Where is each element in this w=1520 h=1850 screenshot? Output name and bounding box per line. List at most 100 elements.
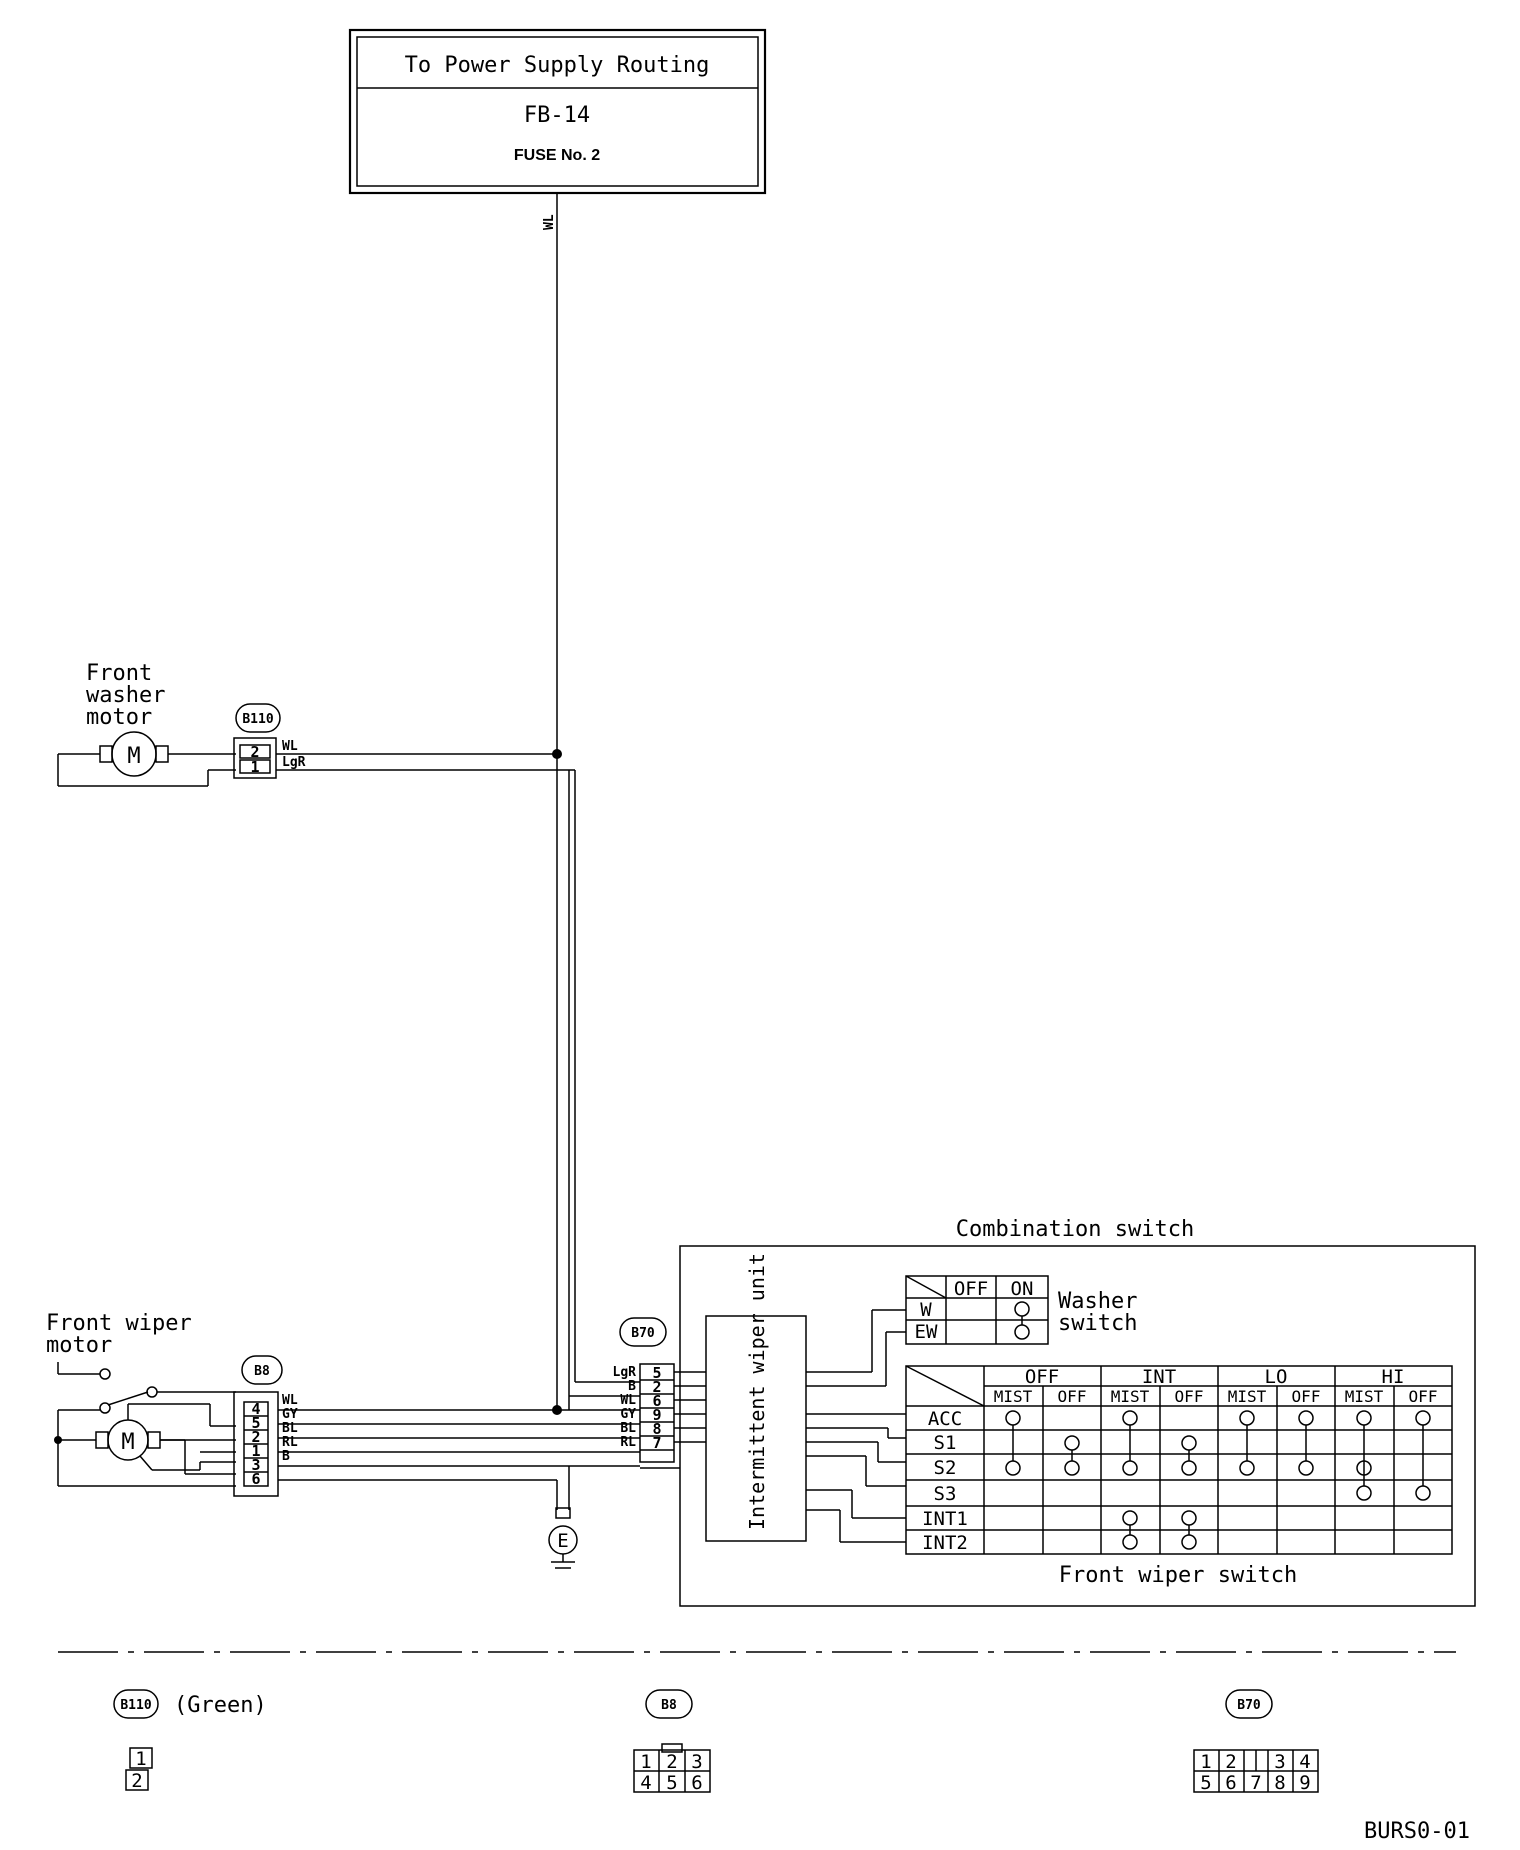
wiper-subcol: OFF — [1409, 1387, 1438, 1406]
figure-code: BURS0-01 — [1364, 1819, 1470, 1844]
wiper-subcol: MIST — [994, 1387, 1033, 1406]
wiper-switch-table: OFF INT LO HI MIST OFF MIST OFF MIST OFF… — [905, 1365, 1453, 1588]
ground-symbol: E — [548, 1466, 578, 1569]
wiper-subcol: OFF — [1292, 1387, 1321, 1406]
view-b8-pin: 3 — [691, 1751, 702, 1773]
front-wiper-motor: Front wiper motor M — [46, 1311, 236, 1487]
view-b110-pin: 2 — [131, 1770, 142, 1792]
wiper-subcol: MIST — [1111, 1387, 1150, 1406]
b8-wire: WL — [282, 1393, 298, 1408]
view-b110-id: B110 — [120, 1698, 151, 1713]
connector-view-b8: B8 1 2 3 4 5 6 — [633, 1689, 711, 1794]
b70-wire: BL — [620, 1421, 636, 1436]
b70-pin: 2 — [652, 1378, 661, 1396]
b8-wire: B — [282, 1449, 290, 1464]
washer-col: ON — [1011, 1278, 1034, 1300]
view-b70-pin: 2 — [1225, 1751, 1236, 1773]
svg-text:M: M — [121, 1430, 134, 1455]
b110-pin: 2 — [250, 743, 259, 761]
power-box-fuse: FUSE No. 2 — [514, 147, 600, 164]
connector-view-b70: B70 1 2 3 4 5 6 7 8 9 — [1193, 1689, 1319, 1794]
wiper-subcol: MIST — [1345, 1387, 1384, 1406]
b70-wire: B — [628, 1379, 636, 1394]
connector-b110: B110 2 1 WL LgR — [233, 703, 569, 779]
wiper-subcol: MIST — [1228, 1387, 1267, 1406]
b8-pin: 2 — [251, 1428, 260, 1446]
wiper-group: LO — [1265, 1366, 1288, 1388]
washer-motor-label-3: motor — [86, 705, 152, 730]
power-supply-box: To Power Supply Routing FB-14 FUSE No. 2… — [348, 28, 767, 230]
view-b8-pin: 4 — [640, 1772, 651, 1794]
b70-pin: 6 — [652, 1392, 661, 1410]
view-b8-pin: 5 — [666, 1772, 677, 1794]
wiper-subcol: OFF — [1175, 1387, 1204, 1406]
b8-pin: 3 — [251, 1456, 260, 1474]
b70-wire: LgR — [613, 1365, 637, 1380]
view-b70-pin: 1 — [1200, 1751, 1211, 1773]
combination-switch: Combination switch Intermittent wiper un… — [640, 1217, 1476, 1607]
wiper-row: S3 — [934, 1483, 957, 1505]
b70-pin: 5 — [652, 1364, 661, 1382]
view-b8-id: B8 — [661, 1698, 677, 1713]
b70-id: B70 — [631, 1326, 655, 1341]
view-b70-pin: 8 — [1274, 1772, 1285, 1794]
view-b110-note: (Green) — [174, 1693, 267, 1718]
main-wires — [552, 193, 570, 1415]
view-b8-pin: 2 — [666, 1751, 677, 1773]
b8-id: B8 — [254, 1364, 270, 1379]
view-b70-pin: 9 — [1299, 1772, 1310, 1794]
contact-marks — [1005, 1410, 1431, 1550]
connector-b70: B70 5 2 6 9 8 7 LgR B WL GY BL RL — [569, 769, 675, 1463]
washer-motor-label-2: washer — [86, 683, 165, 708]
washer-switch-table: OFF ON W EW Washer switch — [905, 1275, 1137, 1345]
b110-id: B110 — [242, 712, 273, 727]
power-box-title: To Power Supply Routing — [405, 53, 710, 78]
svg-text:M: M — [127, 744, 140, 769]
view-b110-pin: 1 — [135, 1748, 146, 1770]
b70-wire: RL — [620, 1435, 636, 1450]
wiper-row: S2 — [934, 1457, 957, 1479]
wiper-row: INT2 — [922, 1532, 968, 1554]
b8-pin: 5 — [251, 1414, 260, 1432]
view-b70-pin: 6 — [1225, 1772, 1236, 1794]
b110-wire: WL — [282, 739, 298, 754]
intermittent-unit-label: Intermittent wiper unit — [745, 1253, 769, 1530]
wiper-group: OFF — [1025, 1366, 1059, 1388]
washer-row: EW — [915, 1321, 938, 1343]
combination-switch-title: Combination switch — [956, 1217, 1194, 1242]
connector-view-b110: B110 (Green) 1 2 — [113, 1689, 267, 1792]
view-b8-pin: 6 — [691, 1772, 702, 1794]
b70-pin: 7 — [652, 1434, 661, 1452]
washer-motor-label-1: Front — [86, 661, 152, 686]
wiper-subcol: OFF — [1058, 1387, 1087, 1406]
b70-pin: 9 — [652, 1406, 661, 1424]
connector-b8: B8 4 5 2 1 3 6 WL GY BL RL B — [233, 1355, 298, 1497]
wiper-group: HI — [1382, 1366, 1405, 1388]
washer-col: OFF — [954, 1278, 988, 1300]
wiper-row: INT1 — [922, 1508, 968, 1530]
power-box-ref: FB-14 — [524, 103, 590, 128]
wiper-switch-label: Front wiper switch — [1059, 1563, 1297, 1588]
wiper-group: INT — [1142, 1366, 1176, 1388]
view-b70-pin: 3 — [1274, 1751, 1285, 1773]
b110-wire: LgR — [282, 755, 306, 770]
b110-pin: 1 — [250, 758, 259, 776]
b70-pin: 8 — [652, 1420, 661, 1438]
front-washer-motor: Front washer motor M — [57, 661, 236, 787]
ground-label: E — [557, 1530, 568, 1552]
view-b8-pin: 1 — [640, 1751, 651, 1773]
view-b70-id: B70 — [1237, 1698, 1261, 1713]
b70-wire: GY — [620, 1407, 636, 1422]
wiper-row: S1 — [934, 1432, 957, 1454]
view-b70-pin: 5 — [1200, 1772, 1211, 1794]
power-wire-label: WL — [542, 214, 557, 230]
view-b70-pin: 4 — [1299, 1751, 1310, 1773]
washer-switch-label-2: switch — [1058, 1311, 1137, 1336]
wiper-motor-label-2: motor — [46, 1333, 112, 1358]
wiper-motor-label-1: Front wiper — [46, 1311, 192, 1336]
b8-pin: 4 — [251, 1400, 260, 1418]
wiper-harness — [278, 1395, 640, 1481]
b70-wire: WL — [620, 1393, 636, 1408]
view-b70-pin: 7 — [1250, 1772, 1261, 1794]
